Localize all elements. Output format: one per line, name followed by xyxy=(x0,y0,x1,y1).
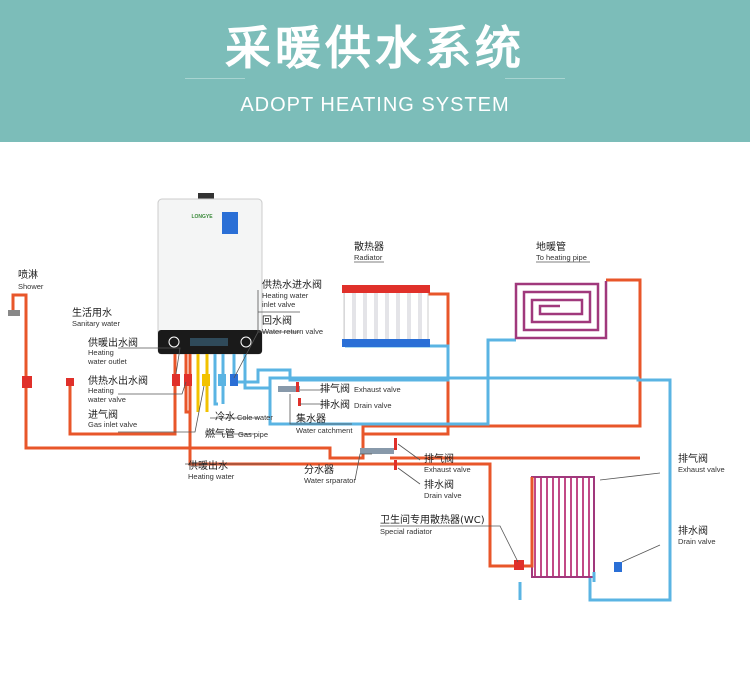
label-return-en: Water return valve xyxy=(262,327,323,336)
label-hot-inlet-en2: inlet valve xyxy=(262,300,295,309)
shower-head-icon xyxy=(8,310,20,316)
label-exhaust-2-cn: 排气阀 xyxy=(424,452,454,465)
exhaust-valve-2-icon xyxy=(394,438,397,450)
heating-outlet-valve-icon xyxy=(172,374,180,386)
label-hot-inlet-cn: 供热水进水阀 xyxy=(262,278,322,291)
label-hot-water-outlet-cn: 供热水出水阀 xyxy=(88,374,148,387)
label-exhaust-3-cn: 排气阀 xyxy=(678,452,708,465)
label-drain-2-cn: 排水阀 xyxy=(424,478,454,491)
floor-heating-coil xyxy=(514,281,608,340)
drain-valve-1-icon xyxy=(298,398,301,406)
cold-inlet-valve-icon xyxy=(218,374,226,386)
water-separator-manifold xyxy=(360,448,394,454)
label-catchment-cn: 集水器 xyxy=(296,412,326,425)
label-cold-water-cn: 冷水 xyxy=(215,410,235,423)
label-drain-1-cn: 排水阀 xyxy=(320,398,350,411)
page-title: 采暖供水系统 xyxy=(225,21,525,75)
page-subtitle: ADOPT HEATING SYSTEM xyxy=(240,94,510,116)
boiler-flue xyxy=(198,193,214,201)
label-radiator-en: Radiator xyxy=(354,253,383,262)
label-drain-3-en: Drain valve xyxy=(678,537,716,546)
title-divider-right xyxy=(505,78,565,79)
label-exhaust-2-en: Exhaust valve xyxy=(424,465,471,474)
boiler-brand: LONGYE xyxy=(191,214,213,220)
boiler-knob-right-icon xyxy=(240,336,252,348)
label-heating-outlet-cn: 供暖出水阀 xyxy=(88,336,138,349)
hot-water-outlet-valve-icon xyxy=(184,374,192,386)
label-special-radiator-en: Special radiator xyxy=(380,527,433,536)
label-shower-en: Shower xyxy=(18,282,44,291)
radiator-bottom-bar xyxy=(342,339,430,347)
gas-inlet-valve-icon xyxy=(202,374,210,386)
label-sanitary-cn: 生活用水 xyxy=(72,306,112,319)
boiler-display xyxy=(190,338,228,346)
label-exhaust-1-en: Exhaust valve xyxy=(354,385,401,394)
label-exhaust-1-cn: 排气阀 xyxy=(320,382,350,395)
water-catchment-manifold xyxy=(278,386,300,392)
label-hot-water-outlet-en2: water valve xyxy=(87,395,126,404)
return-valve-icon xyxy=(230,374,238,386)
label-hot-water-outlet-en1: Heating xyxy=(88,386,114,395)
wc-radiator-body xyxy=(531,476,595,578)
label-heating-outlet-en2: water outlet xyxy=(87,357,128,366)
header-banner: 采暖供水系统 ADOPT HEATING SYSTEM xyxy=(0,0,750,142)
label-drain-1-en: Drain valve xyxy=(354,401,392,410)
label-separator-en: Water srparator xyxy=(304,476,356,485)
label-shower-cn: 喷淋 xyxy=(18,268,38,281)
labels: 喷淋 Shower 生活用水 Sanitary water 供暖出水阀 Heat… xyxy=(18,240,725,546)
drain-valve-2-icon xyxy=(394,460,397,470)
radiator-top-bar xyxy=(342,285,430,293)
label-heating-water-en: Heating water xyxy=(188,472,235,481)
label-drain-3-cn: 排水阀 xyxy=(678,524,708,537)
radiator-fins xyxy=(343,288,429,342)
manifolds xyxy=(278,382,622,572)
label-hot-inlet-en1: Heating water xyxy=(262,291,309,300)
label-cold-water-en: Cole water xyxy=(237,413,273,422)
label-drain-2-en: Drain valve xyxy=(424,491,462,500)
drain-valve-3-icon xyxy=(614,562,622,572)
boiler-knob-left-icon xyxy=(168,336,180,348)
boiler-valves xyxy=(8,310,238,388)
label-heating-outlet-en1: Heating xyxy=(88,348,114,357)
label-floor-heating-cn: 地暖管 xyxy=(536,240,566,253)
label-special-radiator-cn: 卫生间专用散热器(WC) xyxy=(380,513,485,526)
title-divider-left xyxy=(185,78,245,79)
leader-lines xyxy=(118,261,661,563)
radiator xyxy=(342,285,430,347)
label-gas-pipe-cn: 燃气管 xyxy=(205,427,235,440)
boiler-unit: LONGYE xyxy=(157,193,263,355)
label-catchment-en: Water catchment xyxy=(296,426,353,435)
boiler-energy-label xyxy=(222,212,238,234)
shower-valve-icon xyxy=(22,376,32,388)
sanitary-valve-icon xyxy=(66,378,74,386)
wc-radiator xyxy=(520,476,596,582)
label-heating-water-cn: 供暖出水 xyxy=(188,459,228,472)
label-gas-inlet-en: Gas inlet valve xyxy=(88,420,137,429)
label-floor-heating-en: To heating pipe xyxy=(536,253,587,262)
label-gas-inlet-cn: 进气阀 xyxy=(88,408,118,421)
heating-system-diagram: LONGYE xyxy=(8,193,725,602)
label-exhaust-3-en: Exhaust valve xyxy=(678,465,725,474)
exhaust-valve-1-icon xyxy=(296,382,299,392)
label-radiator-cn: 散热器 xyxy=(354,240,384,253)
label-gas-pipe-en: Gas pipe xyxy=(238,430,268,439)
label-sanitary-en: Sanitary water xyxy=(72,319,120,328)
label-separator-cn: 分水器 xyxy=(304,464,334,476)
label-return-cn: 回水阀 xyxy=(262,314,292,327)
wc-inlet-valve-icon xyxy=(514,560,524,570)
